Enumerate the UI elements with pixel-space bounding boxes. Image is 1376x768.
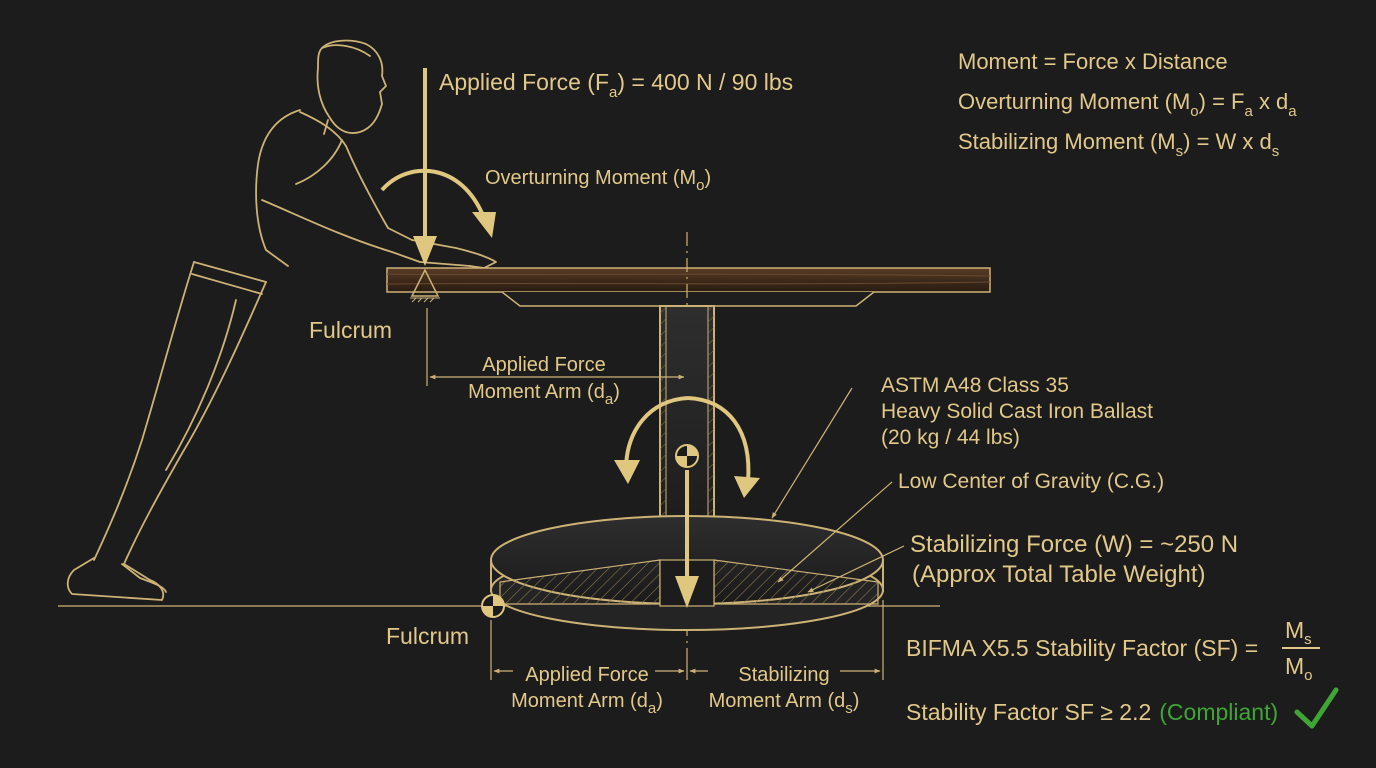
person-figure	[66, 39, 497, 601]
pedestal-column	[639, 305, 735, 571]
ballast-label-line2: Heavy Solid Cast Iron Ballast	[881, 400, 1153, 423]
top-moment-arm-label: Applied Force	[482, 354, 605, 376]
stabilizing-moment-arrow-left	[624, 396, 689, 471]
fulcrum-top-label: Fulcrum	[309, 317, 392, 343]
applied-force-label: Applied Force (Fa) = 400 N / 90 lbs	[439, 69, 793, 101]
ballast-leader	[771, 387, 853, 519]
bottom-applied-arm-label: Applied Force	[525, 664, 648, 686]
table-apron	[501, 291, 875, 307]
overturning-moment-arrowhead	[472, 212, 496, 238]
formula-overturning: Overturning Moment (Mo) = Fa x da	[958, 89, 1297, 120]
weight-leader	[807, 545, 905, 593]
overturning-moment-label: Overturning Moment (Mo)	[485, 167, 711, 194]
stabilizing-force-label-line1: Stabilizing Force (W) = ~250 N	[910, 531, 1238, 558]
svg-text:Mo: Mo	[1285, 653, 1313, 684]
stabilizing-force-label-line2: (Approx Total Table Weight)	[912, 561, 1206, 588]
fulcrum-bottom-icon	[481, 594, 505, 618]
formula-moment: Moment = Force x Distance	[958, 49, 1228, 74]
cg-leader	[777, 481, 893, 583]
ballast-label-line3: (20 kg / 44 lbs)	[881, 426, 1020, 449]
center-of-gravity-label: Low Center of Gravity (C.G.)	[898, 470, 1164, 493]
overturning-moment-arrow	[380, 168, 486, 219]
top-moment-arm-label-line2: Moment Arm (da)	[468, 381, 620, 408]
stabilizing-moment-arrow-right	[687, 396, 751, 483]
svg-text:Ms: Ms	[1285, 617, 1312, 648]
fulcrum-bottom-label: Fulcrum	[386, 623, 469, 649]
bottom-stabilizing-arm-label: Stabilizing	[738, 664, 829, 686]
formula-stabilizing: Stabilizing Moment (Ms) = W x ds	[958, 129, 1279, 160]
bottom-stabilizing-arm-label-line2: Moment Arm (ds)	[709, 690, 860, 717]
stability-factor-fraction: Ms Mo	[1282, 617, 1320, 684]
cg-marker-icon	[675, 444, 699, 468]
compliance-statement: Stability Factor SF ≥ 2.2(Compliant)	[906, 699, 1278, 725]
table-top	[386, 267, 991, 293]
applied-force-arrowhead	[413, 236, 437, 266]
bottom-applied-arm-label-line2: Moment Arm (da)	[511, 690, 663, 717]
check-icon	[1294, 687, 1339, 729]
ballast-label-line1: ASTM A48 Class 35	[881, 374, 1069, 397]
stability-factor-formula: BIFMA X5.5 Stability Factor (SF) =	[906, 635, 1258, 661]
fulcrum-icon	[410, 268, 440, 303]
